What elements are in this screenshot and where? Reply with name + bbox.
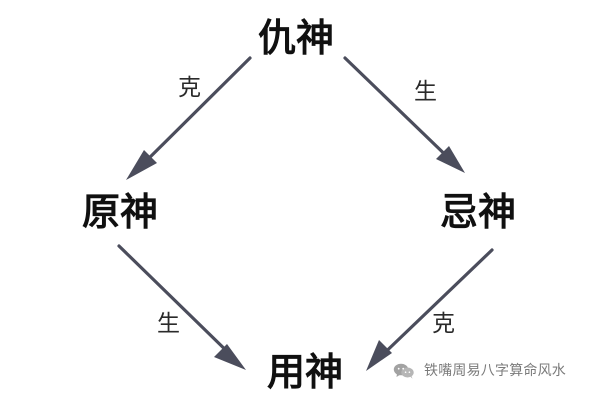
arrow-top-left-head	[126, 150, 157, 180]
edge-label-left-bottom: 生	[157, 311, 180, 337]
arrow-top-right-shaft	[343, 56, 460, 169]
node-top: 仇神	[258, 16, 335, 60]
arrow-top-right-head	[436, 146, 465, 173]
arrow-left-bottom-head	[214, 344, 246, 370]
edge-label-top-left: 克	[178, 75, 201, 101]
watermark-text: 铁嘴周易八字算命风水	[424, 363, 566, 379]
wechat-icon	[393, 363, 414, 379]
edge-label-right-bottom: 克	[432, 311, 455, 337]
arrow-left-bottom-shaft	[117, 244, 240, 364]
watermark: 铁嘴周易八字算命风水	[392, 362, 566, 380]
edge-label-top-right: 生	[414, 79, 437, 105]
arrow-right-bottom-shaft	[372, 248, 494, 365]
node-bottom: 用神	[267, 350, 344, 394]
arrow-right-bottom-head	[366, 340, 392, 371]
node-left: 原神	[82, 190, 159, 234]
node-right: 忌神	[440, 190, 517, 234]
